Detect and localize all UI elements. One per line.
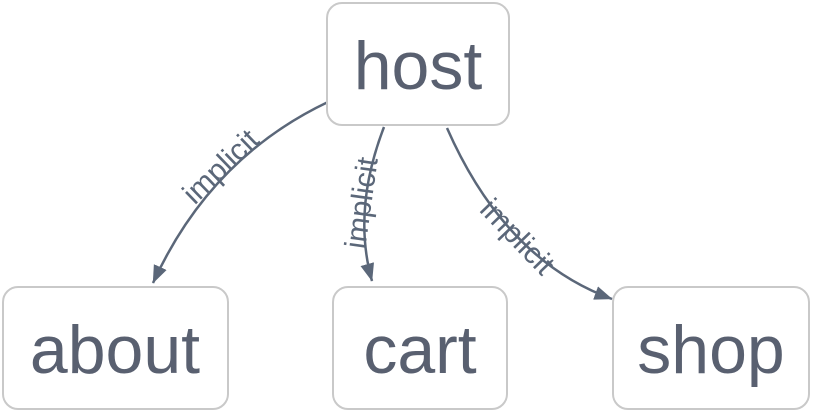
node-shop-box xyxy=(612,286,810,410)
edge-host-shop xyxy=(445,127,613,301)
edge-host-cart xyxy=(360,126,386,282)
node-about-label: about xyxy=(30,312,200,388)
edge-host-about-label: implicit xyxy=(177,123,266,211)
node-shop-label: shop xyxy=(637,312,784,388)
node-about: about xyxy=(2,286,229,410)
node-about-box xyxy=(2,286,229,410)
edge-host-shop-label: implicit xyxy=(473,193,561,282)
edge-group xyxy=(151,100,613,301)
edge-label-group: implicit implicit implicit xyxy=(177,123,562,282)
node-cart-label: cart xyxy=(363,312,476,388)
node-host-label: host xyxy=(354,28,483,104)
edge-host-cart-label: implicit xyxy=(339,155,385,251)
node-shop: shop xyxy=(612,286,810,410)
node-cart-box xyxy=(332,286,508,410)
node-host: host xyxy=(326,2,510,126)
node-host-box xyxy=(326,2,510,126)
edge-host-about xyxy=(151,100,329,284)
node-cart: cart xyxy=(332,286,508,410)
